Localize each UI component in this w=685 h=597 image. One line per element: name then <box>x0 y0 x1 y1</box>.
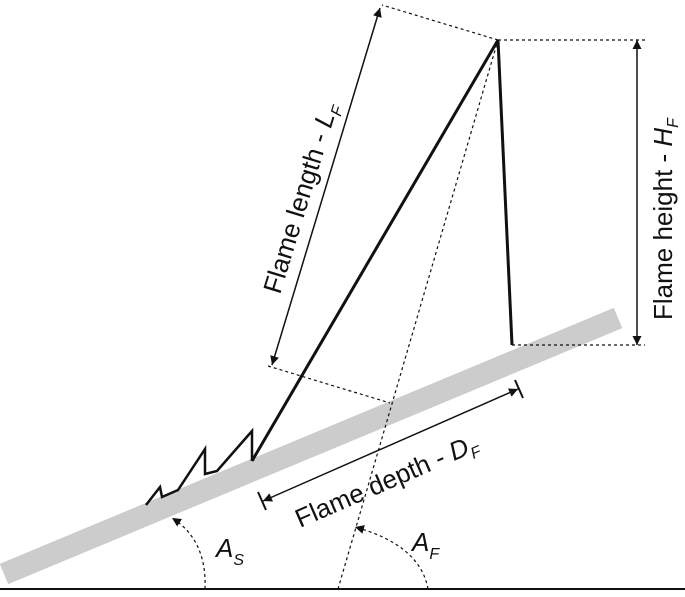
flame-angle-label: AF <box>410 527 440 563</box>
flame-height-symbol: H <box>648 128 678 147</box>
fuel-zigzag <box>145 427 254 506</box>
flame-length-label: Flame length - LF <box>257 98 348 298</box>
slope-angle-symbol: A <box>214 533 233 563</box>
flame-angle-subscript: F <box>429 546 440 563</box>
flame-length-arrow <box>270 7 382 366</box>
flame-angle-symbol: A <box>410 527 429 557</box>
flame-back-edge <box>496 39 514 346</box>
flame-height-subscript: F <box>665 117 682 128</box>
slope-angle-arc <box>171 517 206 590</box>
slope-surface <box>0 307 623 585</box>
flame-depth-end-bar-left <box>257 491 267 511</box>
tip-to-length-arrow-dotted <box>381 4 499 41</box>
slope-angle-subscript: S <box>233 552 244 569</box>
flame-depth-end-bar-right <box>514 379 524 399</box>
flame-angle-dotted-line <box>337 39 499 590</box>
flame-height-text: Flame height - <box>648 147 678 320</box>
flame-height-label: Flame height - HF <box>648 117 682 320</box>
slope-angle-label: AS <box>214 533 244 569</box>
flame-angle-arc <box>354 525 429 590</box>
flame-depth-arrow <box>262 388 519 502</box>
flame-length-text: Flame length - <box>257 122 336 297</box>
base-to-length-arrow-dotted <box>267 365 391 404</box>
